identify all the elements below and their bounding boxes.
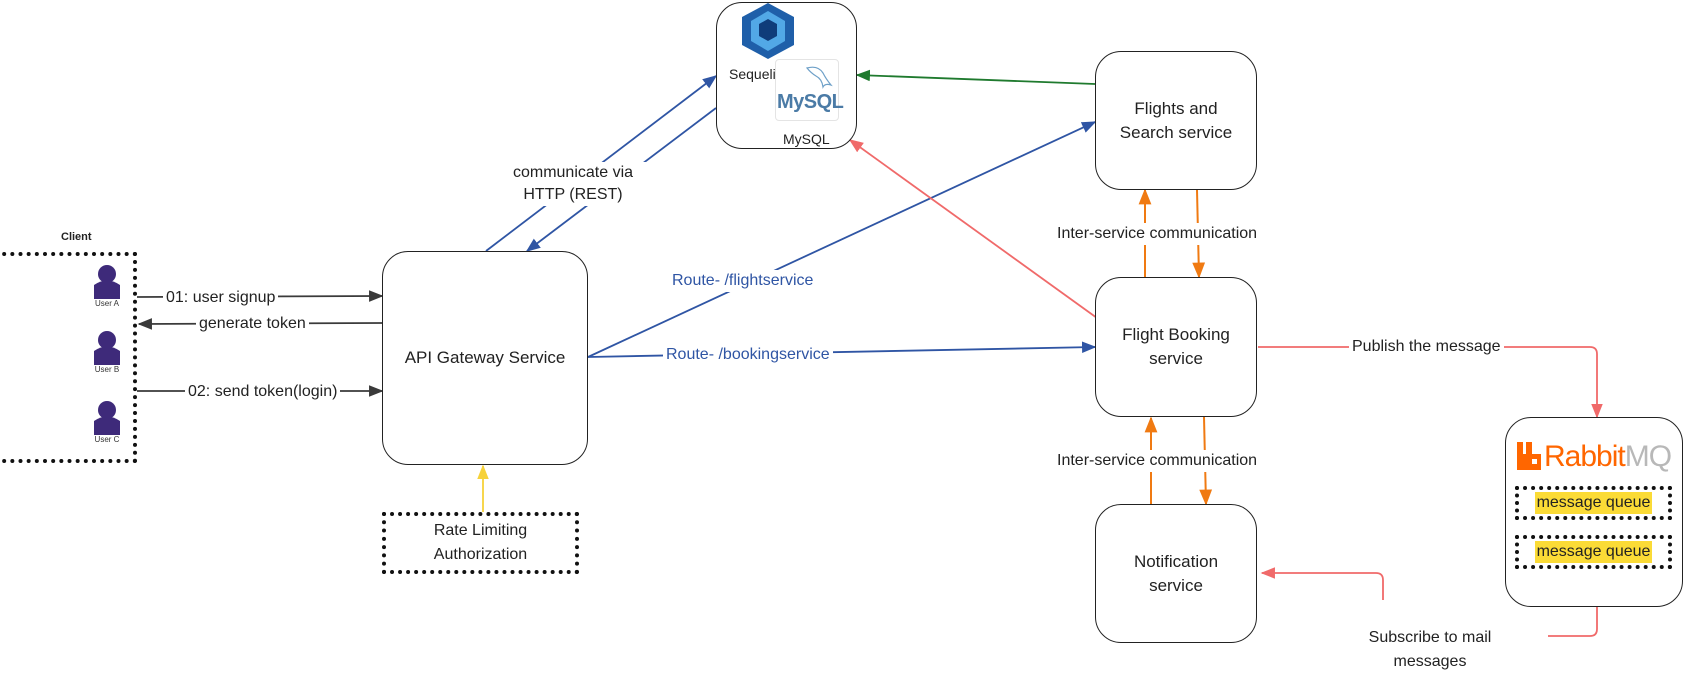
flight-booking-service[interactable]: Flight Booking service bbox=[1095, 277, 1257, 417]
rate-limiting-box[interactable]: Rate Limiting Authorization bbox=[382, 512, 579, 574]
user-label: User A bbox=[94, 299, 119, 308]
message-queue-label: message queue bbox=[1534, 541, 1653, 563]
user-b[interactable]: User B bbox=[82, 329, 132, 375]
rate-limiting-line1: Rate Limiting bbox=[433, 522, 528, 539]
arrow-route-flight bbox=[587, 121, 1097, 358]
arrow-flights-to-db bbox=[855, 69, 1096, 85]
edge-label-user-signup: 01: user signup bbox=[163, 287, 279, 309]
mysql-logo: MySQL bbox=[775, 59, 844, 121]
rabbitmq-logo-mq: MQ bbox=[1624, 440, 1672, 473]
mysql-dolphin-icon bbox=[805, 66, 833, 90]
booking-service-line1: Flight Booking bbox=[1122, 325, 1230, 344]
api-gateway-service[interactable]: API Gateway Service bbox=[382, 251, 588, 465]
rate-limiting-line2: Authorization bbox=[433, 546, 528, 563]
user-c[interactable]: User C bbox=[82, 399, 132, 445]
message-queue-label: message queue bbox=[1534, 492, 1653, 514]
edge-label-route-flight: Route- /flightservice bbox=[669, 270, 817, 292]
user-icon bbox=[94, 331, 120, 365]
notification-service-line2: service bbox=[1149, 575, 1203, 595]
booking-service-line2: service bbox=[1149, 349, 1203, 368]
subscribe-line1: Subscribe to mail bbox=[1368, 629, 1492, 646]
edge-label-inter-service-2: Inter-service communication bbox=[1054, 450, 1261, 472]
arrow-publish bbox=[1258, 346, 1603, 419]
user-label: User B bbox=[94, 365, 120, 374]
rabbitmq-icon bbox=[1517, 442, 1541, 470]
flights-service-line1: Flights and bbox=[1134, 98, 1218, 118]
rabbitmq-logo: Rabbit MQ bbox=[1516, 440, 1672, 474]
rabbitmq-box[interactable]: Rabbit MQ message queue message queue bbox=[1505, 417, 1683, 607]
user-icon bbox=[94, 401, 120, 435]
message-queue-2[interactable]: message queue bbox=[1515, 535, 1672, 569]
api-gateway-label: API Gateway Service bbox=[404, 348, 566, 367]
edge-label-inter-service-1: Inter-service communication bbox=[1054, 223, 1261, 245]
rabbitmq-logo-rabbit: Rabbit bbox=[1544, 440, 1626, 473]
user-a[interactable]: User A bbox=[82, 263, 132, 309]
message-queue-1[interactable]: message queue bbox=[1515, 486, 1672, 520]
edge-label-route-booking: Route- /bookingservice bbox=[663, 344, 833, 366]
edge-label-http: communicate via HTTP (REST) bbox=[495, 162, 651, 206]
edge-label-generate-token: generate token bbox=[196, 313, 309, 335]
notification-service[interactable]: Notification service bbox=[1095, 504, 1257, 643]
client-title: Client bbox=[61, 231, 92, 243]
flights-search-service[interactable]: Flights and Search service bbox=[1095, 51, 1257, 190]
arrow-booking-to-db bbox=[848, 139, 1098, 319]
edge-label-send-token: 02: send token(login) bbox=[185, 381, 341, 403]
flights-service-line2: Search service bbox=[1119, 122, 1233, 142]
mysql-logo-text: MySQL bbox=[777, 91, 844, 113]
sequelize-icon bbox=[742, 3, 794, 59]
mysql-label: MySQL bbox=[783, 131, 830, 147]
user-label: User C bbox=[94, 435, 120, 444]
edge-label-publish: Publish the message bbox=[1349, 336, 1504, 358]
edge-label-subscribe: Subscribe to mail messages bbox=[1347, 626, 1513, 674]
http-line2: HTTP (REST) bbox=[523, 186, 623, 203]
database-box[interactable]: Sequelize MySQL MySQL bbox=[716, 2, 857, 149]
subscribe-line2: messages bbox=[1393, 653, 1467, 670]
arrow-subscribe-2 bbox=[1260, 567, 1384, 600]
notification-service-line1: Notification bbox=[1133, 551, 1219, 571]
user-icon bbox=[94, 265, 120, 299]
arrow-subscribe bbox=[1548, 607, 1598, 637]
http-line1: communicate via bbox=[512, 164, 634, 181]
